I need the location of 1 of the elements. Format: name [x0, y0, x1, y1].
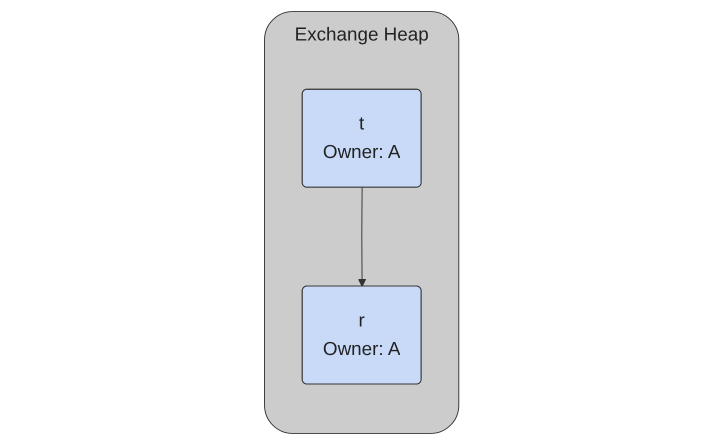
arrow — [358, 187, 366, 287]
